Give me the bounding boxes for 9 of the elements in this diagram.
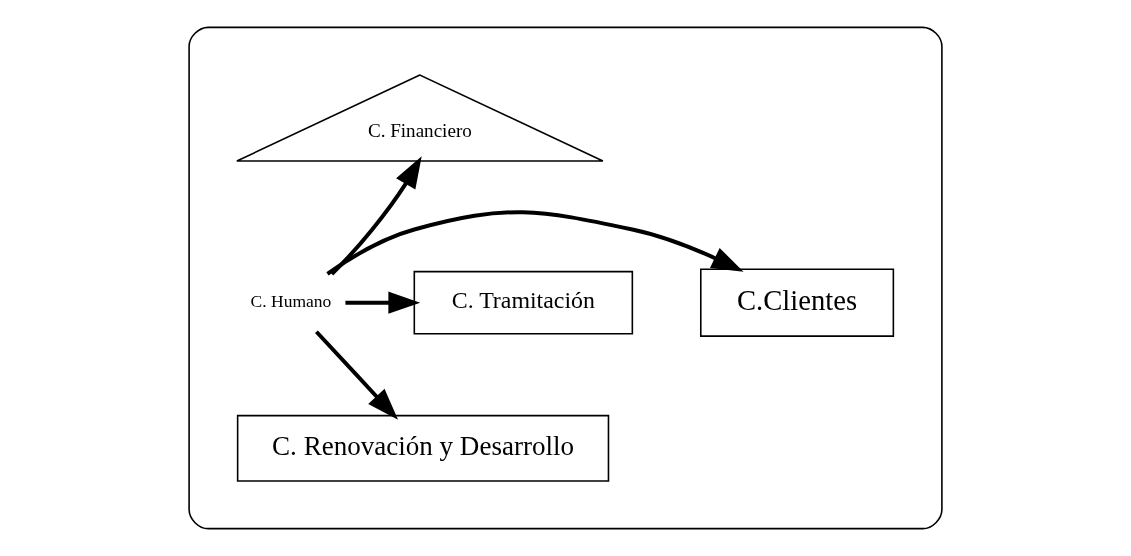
cluster [188,26,943,530]
arrow [330,156,422,276]
node-text: C. Humano [250,291,332,312]
arrow [326,210,744,276]
node-box: C.Clientes [700,268,895,337]
arrow [345,291,421,314]
node-box: C. Renovación y Desarrollo [236,414,610,482]
arrow [314,330,399,420]
node-box: C. Tramitación [413,270,634,335]
